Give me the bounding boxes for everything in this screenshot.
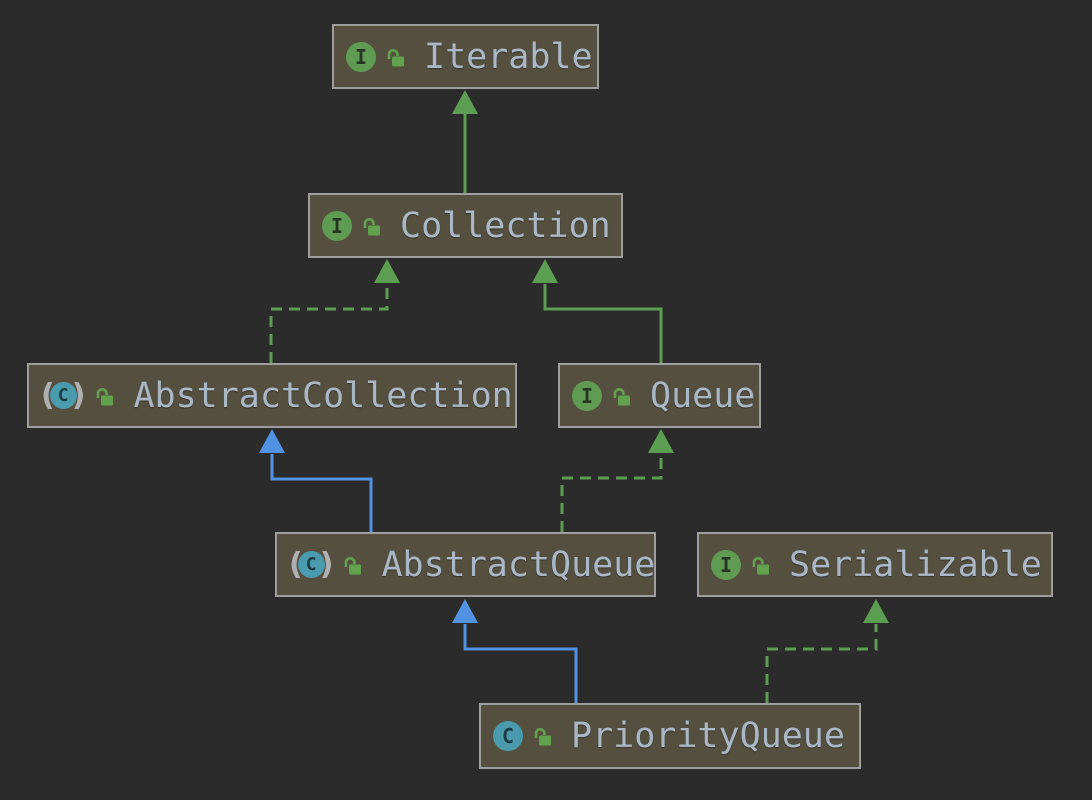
- interface-icon: I: [346, 41, 376, 72]
- interface-icon-glyph: I: [322, 210, 352, 241]
- arrowhead: [452, 90, 478, 114]
- node-abstract-queue[interactable]: C AbstractQueue: [275, 532, 656, 597]
- abstract-class-icon: C: [289, 550, 333, 580]
- edge-abstractqueue-extends-abstractcollection[interactable]: [259, 429, 373, 532]
- unlocked-icon: [361, 215, 382, 237]
- node-abstract-collection[interactable]: C AbstractCollection: [27, 363, 517, 428]
- node-label: AbstractQueue: [381, 544, 656, 585]
- node-serializable[interactable]: I Serializable: [697, 532, 1053, 597]
- interface-icon-glyph: I: [572, 380, 602, 411]
- unlocked-icon: [342, 554, 363, 576]
- node-label: Serializable: [789, 544, 1042, 585]
- arrowhead: [374, 259, 400, 283]
- node-priority-queue[interactable]: C PriorityQueue: [479, 703, 861, 769]
- node-label: Queue: [650, 375, 756, 416]
- arrowhead: [452, 599, 478, 623]
- arrowhead: [648, 429, 674, 453]
- edge-priorityqueue-implements-serializable[interactable]: [765, 599, 889, 703]
- edge-queue-extends-collection[interactable]: [532, 259, 663, 363]
- unlocked-icon: [611, 385, 632, 407]
- node-iterable[interactable]: I Iterable: [332, 24, 599, 89]
- node-label: Iterable: [424, 36, 593, 77]
- class-icon-glyph: C: [49, 382, 77, 409]
- interface-icon: I: [322, 210, 352, 241]
- abstract-class-icon: C: [41, 381, 85, 411]
- edge-collection-extends-iterable[interactable]: [452, 90, 478, 193]
- edge-priorityqueue-extends-abstractqueue[interactable]: [452, 599, 578, 703]
- node-label: PriorityQueue: [571, 716, 845, 756]
- interface-icon: I: [572, 380, 602, 411]
- node-label: AbstractCollection: [133, 375, 513, 416]
- node-label: Collection: [400, 205, 611, 246]
- unlocked-icon: [385, 46, 406, 68]
- interface-icon: I: [711, 549, 741, 580]
- unlocked-icon: [750, 554, 771, 576]
- node-collection[interactable]: I Collection: [308, 193, 623, 258]
- arrowhead: [532, 259, 558, 283]
- interface-icon-glyph: I: [711, 549, 741, 580]
- unlocked-icon: [532, 725, 553, 747]
- class-icon: C: [493, 721, 523, 751]
- arrowhead: [259, 429, 285, 453]
- node-queue[interactable]: I Queue: [558, 363, 761, 428]
- unlocked-icon: [94, 385, 115, 407]
- edge-abstractqueue-implements-queue[interactable]: [560, 429, 674, 532]
- class-icon-glyph: C: [297, 551, 325, 578]
- interface-icon-glyph: I: [346, 41, 376, 72]
- edge-abstractcollection-implements-collection[interactable]: [269, 259, 400, 363]
- arrowhead: [863, 599, 889, 623]
- class-icon-glyph: C: [493, 721, 523, 751]
